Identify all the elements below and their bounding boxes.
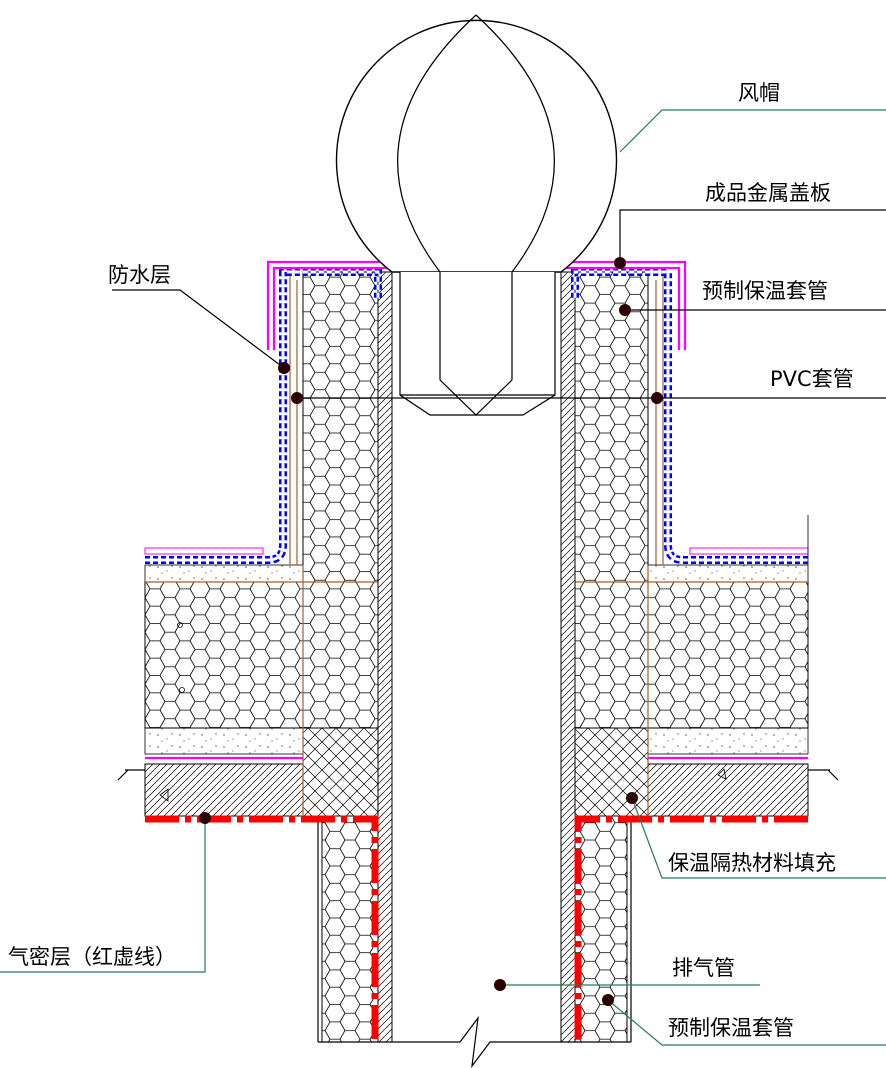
label-airtight-layer: 气密层（红虚线） (8, 945, 176, 969)
labels: 风帽 成品金属盖板 防水层 预制保温套管 PVC套管 保温隔热材料填充 气密层（… (8, 81, 854, 1040)
pvc-right-dot (651, 392, 663, 404)
label-metal-cover: 成品金属盖板 (705, 181, 831, 205)
label-waterproof-layer: 防水层 (108, 263, 171, 287)
label-insulation-fill: 保温隔热材料填充 (668, 851, 836, 875)
exhaust-dot (494, 979, 506, 991)
label-exhaust-pipe: 排气管 (672, 956, 735, 980)
prefab-insulation-sleeve-upper (145, 271, 808, 820)
label-pvc-sleeve: PVC套管 (770, 367, 854, 391)
waterproof-dot (278, 362, 290, 374)
leader-lines (0, 109, 886, 1046)
airtight-layer-red (145, 815, 808, 1042)
screed-layers (144, 564, 809, 765)
pvc-left-dot (291, 392, 303, 404)
metal-cover-dot (614, 257, 626, 269)
prefab-insulation-sleeve-lower (317, 815, 632, 1068)
sleeve-top-dot (619, 304, 631, 316)
sleeve-bottom-dot (602, 994, 614, 1006)
label-prefab-sleeve-top: 预制保温套管 (702, 279, 828, 303)
insulation-fill-block (302, 727, 649, 817)
structural-slab (117, 763, 839, 817)
label-wind-cap: 风帽 (738, 81, 780, 105)
fill-dot (626, 792, 638, 804)
wind-cap (335, 14, 618, 416)
airtight-dot (199, 812, 211, 824)
roof-insulation-layer (144, 581, 809, 729)
label-prefab-sleeve-bottom: 预制保温套管 (668, 1016, 794, 1040)
